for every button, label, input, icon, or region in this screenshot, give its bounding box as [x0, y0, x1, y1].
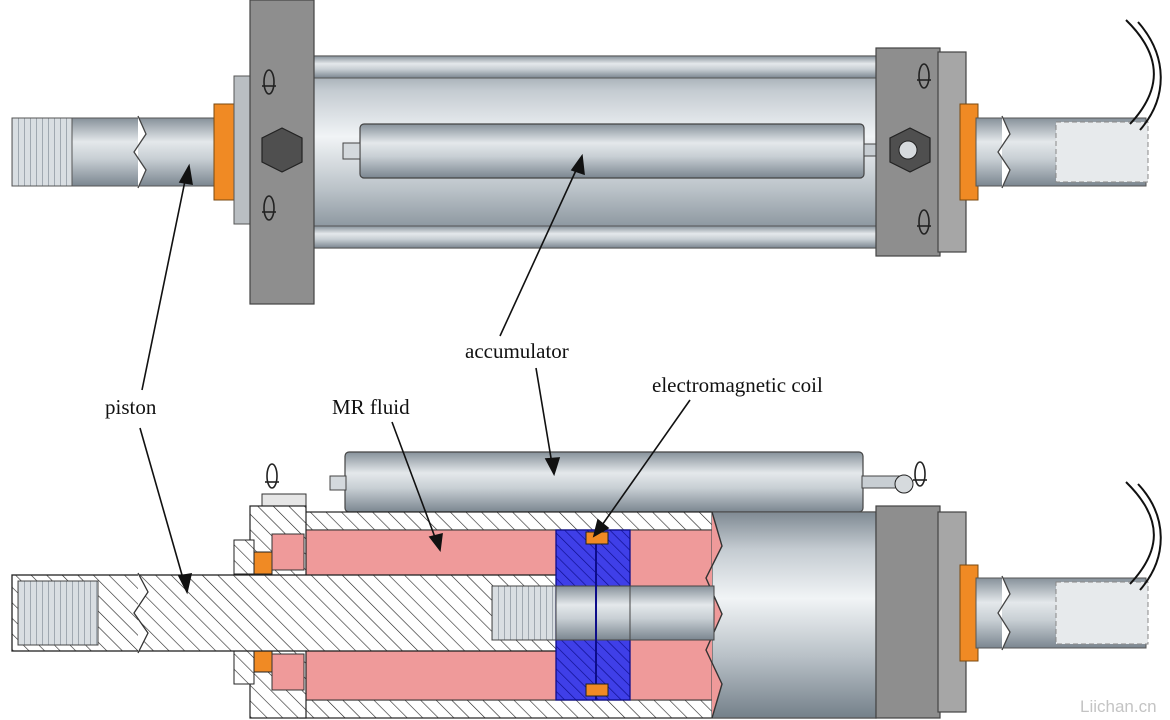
- top-wires: [1125, 19, 1162, 131]
- top-tie-rod-upper: [311, 55, 879, 79]
- top-right-fitting: [898, 140, 918, 160]
- bottom-exterior-body: [711, 511, 877, 719]
- bottom-piston-rod: [11, 574, 573, 652]
- bottom-left-nut-lower: [233, 649, 255, 685]
- top-left-bolt-icon: [262, 69, 276, 221]
- top-view: [11, 0, 1162, 305]
- bottom-wires: [1125, 481, 1162, 591]
- top-right-bolt-icon: [917, 63, 931, 235]
- bottom-left-nut-upper: [233, 539, 255, 575]
- callout-arrows: [139, 153, 691, 595]
- top-right-sensor: [1055, 121, 1149, 183]
- bottom-right-sensor: [1055, 581, 1149, 645]
- watermark: Liichan.cn: [1080, 697, 1157, 716]
- top-left-hex-nut: [261, 127, 303, 173]
- arrow-piston-bottom: [139, 427, 185, 583]
- bottom-rod-break: [133, 572, 149, 654]
- top-accumulator: [359, 123, 865, 179]
- arrow-mr-fluid-head: [428, 532, 443, 553]
- arrow-mr-fluid: [391, 421, 437, 541]
- bottom-right-flange: [875, 505, 941, 719]
- bottom-accumulator-fitting: [894, 474, 914, 494]
- top-left-thread: [11, 117, 73, 187]
- label-piston: piston: [105, 395, 157, 419]
- bottom-piston-thread: [17, 580, 99, 646]
- top-tie-rod-lower: [311, 225, 879, 249]
- arrow-accumulator-top: [499, 165, 579, 337]
- bottom-gland-fluid-lower: [271, 653, 305, 691]
- arrow-accumulator-top-head: [570, 153, 585, 176]
- top-right-rod-break: [997, 115, 1011, 189]
- arrow-coil: [599, 399, 691, 529]
- bottom-gland-fluid-upper: [271, 533, 305, 571]
- bottom-right-rod-break: [997, 575, 1011, 651]
- bottom-right-seal: [959, 564, 979, 662]
- bottom-rod-extension: [629, 585, 715, 641]
- arrow-piston-top: [141, 175, 187, 391]
- label-mr-fluid: MR fluid: [332, 395, 410, 419]
- bottom-left-seal-lower: [253, 649, 273, 673]
- arrow-accumulator-bottom-head: [544, 457, 561, 477]
- top-right-seal: [959, 103, 979, 201]
- bottom-accumulator-nozzle: [329, 475, 347, 491]
- arrow-piston-top-head: [178, 163, 193, 185]
- top-right-end-cap: [937, 51, 967, 253]
- bottom-left-seal-upper: [253, 551, 273, 575]
- top-left-rod-break: [133, 115, 147, 189]
- top-accumulator-nozzle: [342, 142, 361, 160]
- top-left-seal: [213, 103, 237, 201]
- arrow-accumulator-bottom: [535, 367, 553, 465]
- electromagnetic-coil-lower: [585, 683, 609, 697]
- bottom-bolt-icon: [265, 461, 927, 489]
- label-electromagnetic-coil: electromagnetic coil: [652, 373, 823, 397]
- arrow-piston-bottom-head: [177, 573, 193, 595]
- bottom-view: [11, 451, 1162, 719]
- arrow-coil-head: [592, 518, 610, 538]
- label-accumulator: accumulator: [465, 339, 569, 363]
- piston-head-bore: [555, 585, 631, 641]
